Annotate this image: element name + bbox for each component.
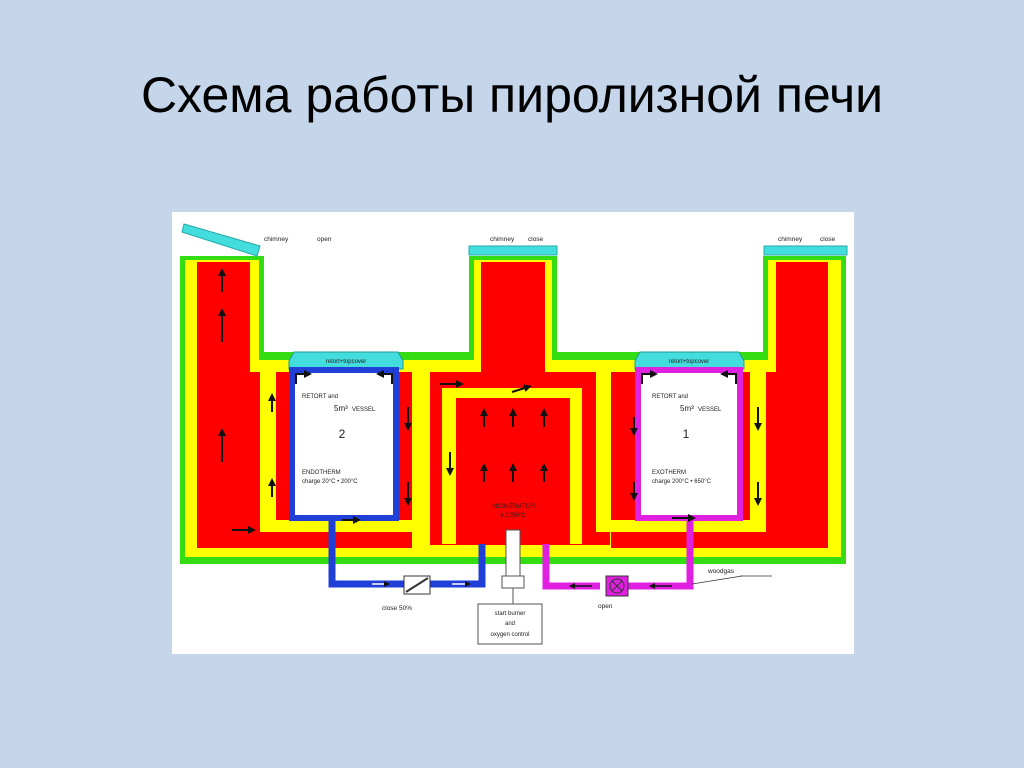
burner-line3: oxygen control <box>490 632 529 638</box>
slide-title: Схема работы пиролизной печи <box>140 67 884 123</box>
flow-arrows <box>218 268 762 589</box>
chimney-middle-state: close <box>528 236 544 243</box>
burner-pipe <box>505 529 521 577</box>
retort-2: retort+topcover RETORT and 5m³ VESSEL 2 … <box>288 351 486 588</box>
retort-2-mode: ENDOTHERM <box>302 470 341 476</box>
retort-1-cover-label: retort+topcover <box>669 359 710 365</box>
retort-1-vessel <box>635 367 743 521</box>
chimney-left: chimney open <box>181 223 332 257</box>
chimney-middle: chimney close <box>468 236 558 256</box>
incinerator: INCINERATOR ± 1050°C <box>491 503 535 519</box>
flow-arrow <box>376 370 393 384</box>
flow-arrow <box>641 370 658 384</box>
retort-1-mode: EXOTHERM <box>652 470 686 476</box>
chimney-left-label: chimney <box>264 236 289 243</box>
chimney-left-state: open <box>317 236 332 243</box>
retort-1-vessel-label: VESSEL <box>698 407 722 413</box>
start-burner: start burner and oxygen control <box>477 529 543 645</box>
valve-left-flap <box>405 577 429 593</box>
incinerator-label: INCINERATOR <box>491 503 535 510</box>
retort-2-vessel <box>289 367 399 521</box>
valve-right-ring <box>609 578 625 594</box>
retort-2-line1: RETORT and <box>302 394 338 400</box>
retort-1-volume: 5m³ <box>680 404 694 413</box>
valve-right-label: open <box>598 603 613 610</box>
retort-1-line1: RETORT and <box>652 394 688 400</box>
retort-1-charge: charge 200°C • 650°C <box>652 479 712 485</box>
burner-head <box>501 575 525 589</box>
valve-left-label: close 50% <box>382 605 412 612</box>
valve-right: open <box>598 575 629 610</box>
retort-2-charge: charge 20°C • 200°C <box>302 479 358 485</box>
flow-arrow <box>511 384 532 393</box>
woodgas-label: woodgas <box>707 568 735 575</box>
woodgas-callout: woodgas <box>691 568 772 585</box>
valve-left: close 50% <box>382 575 431 612</box>
flow-arrow <box>720 370 737 384</box>
chimney-middle-label: chimney <box>490 236 515 243</box>
burner-line1: start burner <box>495 611 526 617</box>
incinerator-temp: ± 1050°C <box>500 513 526 519</box>
chimney-right-state: close <box>820 236 836 243</box>
retort-1: retort+topcover RETORT and 5m³ VESSEL 1 … <box>542 351 745 590</box>
burner-line2: and <box>505 621 515 627</box>
chimney-right-label: chimney <box>778 236 803 243</box>
retort-1-number: 1 <box>683 427 690 441</box>
chimney-left-lid <box>181 223 261 257</box>
chimney-middle-lid <box>468 245 558 256</box>
retort-2-vessel-label: VESSEL <box>352 407 376 413</box>
chimney-right-lid <box>763 245 848 256</box>
burner-box <box>477 603 543 645</box>
retort-2-cover-label: retort+topcover <box>326 359 367 365</box>
flow-arrow <box>295 370 312 384</box>
retort-2-volume: 5m³ <box>334 404 348 413</box>
pyrolysis-oven-diagram: chimney open chimney close chimney close… <box>172 212 854 654</box>
partition-walls <box>260 372 766 544</box>
chimney-right: chimney close <box>763 236 848 256</box>
retort-2-number: 2 <box>339 427 346 441</box>
